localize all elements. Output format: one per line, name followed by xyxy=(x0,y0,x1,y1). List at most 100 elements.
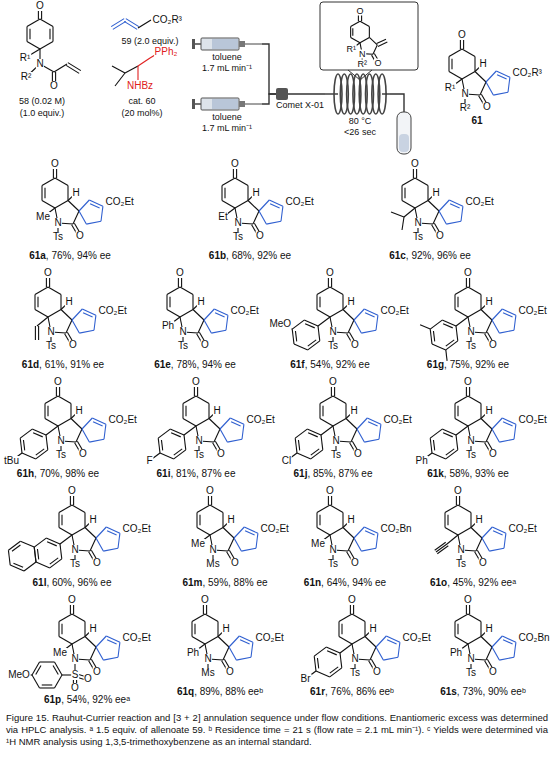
bond xyxy=(58,622,59,637)
bond xyxy=(376,533,378,548)
atom-label: Ts xyxy=(413,232,424,242)
atom-label: Me xyxy=(191,539,206,549)
atom-label: O xyxy=(71,683,80,693)
atom-label: CO₂Et xyxy=(98,306,127,316)
bond xyxy=(192,614,205,622)
bond xyxy=(430,429,442,438)
bond xyxy=(486,647,492,660)
bond xyxy=(214,309,228,315)
bond xyxy=(20,438,22,453)
node-text: 1.7 mL min⁻¹ xyxy=(192,123,262,134)
atom-label: R¹ xyxy=(19,53,31,63)
bond xyxy=(90,647,96,660)
collection-tube xyxy=(397,112,411,154)
bond xyxy=(297,453,311,459)
bond xyxy=(205,637,218,645)
bond xyxy=(209,419,220,430)
bond xyxy=(492,647,499,660)
bond xyxy=(447,515,448,526)
bond xyxy=(180,287,193,295)
bond xyxy=(295,438,297,453)
bond xyxy=(455,419,468,427)
bond xyxy=(235,178,248,186)
atom-label: N xyxy=(461,89,469,99)
atom-label: H xyxy=(65,297,73,307)
compound-number: 61m xyxy=(182,578,202,588)
atom-label: R² xyxy=(357,59,368,68)
bond xyxy=(23,440,24,450)
atom-label: Ph xyxy=(415,456,428,466)
atom-label: O xyxy=(76,231,85,241)
bond xyxy=(354,538,361,551)
bond xyxy=(317,287,330,295)
bond xyxy=(281,206,283,221)
bond xyxy=(446,449,454,455)
bond xyxy=(386,636,400,642)
bond xyxy=(171,433,181,437)
bond xyxy=(104,424,106,439)
bond xyxy=(430,438,432,453)
bond xyxy=(474,57,475,72)
bond xyxy=(24,562,36,571)
compound-caption: 61e, 78%, 94% ee xyxy=(154,360,236,370)
bond xyxy=(194,624,195,635)
bond xyxy=(402,178,415,186)
bond xyxy=(314,647,326,656)
bond xyxy=(499,330,514,333)
bond xyxy=(191,622,192,637)
bond xyxy=(34,295,35,310)
yield-ee: , 76%, 86% ee xyxy=(325,687,390,697)
bond xyxy=(192,637,205,645)
bond xyxy=(61,624,62,635)
bond xyxy=(492,636,502,647)
bond xyxy=(72,528,85,536)
bond xyxy=(138,58,150,66)
bond xyxy=(316,513,317,528)
atom-label: CO₂Et xyxy=(518,415,547,425)
bond xyxy=(251,642,253,657)
yield-ee: , 70%, 98% ee xyxy=(34,469,99,479)
compound-caption: 61c, 92%, 96% ee xyxy=(389,251,471,261)
reagent-label: cat. 60 xyxy=(128,97,155,106)
bond xyxy=(42,684,53,685)
bond xyxy=(68,63,81,71)
bond xyxy=(451,59,452,70)
atom-label: O xyxy=(329,377,338,387)
bond xyxy=(330,310,343,318)
bond xyxy=(492,320,499,333)
bond xyxy=(365,531,375,535)
atom-label: N xyxy=(414,218,422,228)
bond xyxy=(351,429,357,442)
bond xyxy=(321,435,323,450)
bond xyxy=(197,505,210,513)
bond xyxy=(59,528,72,536)
bond xyxy=(59,637,72,645)
bond xyxy=(29,29,30,40)
atom-label: O xyxy=(489,667,498,677)
bond xyxy=(357,429,364,442)
atom-label: O xyxy=(231,159,240,169)
bond xyxy=(350,27,351,38)
bond xyxy=(247,186,248,201)
bond xyxy=(376,647,383,660)
atom-label: O xyxy=(84,674,93,684)
bond xyxy=(457,624,458,635)
atom-label: H xyxy=(485,297,493,307)
atom-label: O xyxy=(54,377,63,387)
bond xyxy=(158,429,170,438)
bond xyxy=(61,515,62,526)
compound-number: 61o xyxy=(430,578,447,588)
bond xyxy=(456,435,458,450)
footnote-mark: b xyxy=(259,687,263,694)
atom-label: Me xyxy=(53,648,68,658)
bond xyxy=(35,326,36,340)
bond xyxy=(199,515,200,526)
reagent-label: 59 (2.0 equiv.) xyxy=(122,37,179,46)
atom-label: O xyxy=(79,449,88,459)
atom-label: O xyxy=(351,340,360,350)
bond xyxy=(224,188,225,199)
bond xyxy=(398,642,400,657)
bond xyxy=(468,310,481,318)
bond xyxy=(326,647,340,653)
bond xyxy=(475,72,486,83)
